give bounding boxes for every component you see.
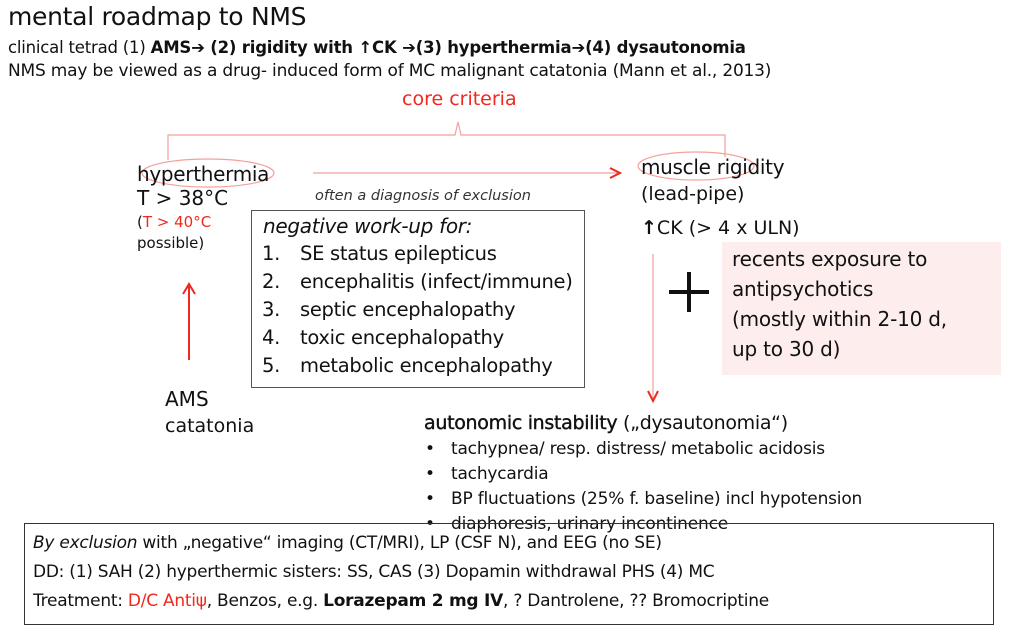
antipsychotic-exposure-box: recents exposure to antipsychotics (most… bbox=[722, 242, 1001, 375]
ck-elevation: ↑CK (> 4 x ULN) bbox=[641, 217, 800, 239]
hyperthermia-title: hyperthermia bbox=[137, 162, 270, 186]
bullet-text: tachycardia bbox=[451, 464, 549, 484]
malignant-catatonia-note: NMS may be viewed as a drug- induced for… bbox=[8, 61, 772, 81]
exposure-line: recents exposure to bbox=[732, 247, 928, 271]
bullet-icon: • bbox=[425, 514, 435, 534]
item-number: 3. bbox=[262, 298, 281, 321]
item-number: 1. bbox=[262, 242, 281, 265]
treatment-prefix: Treatment: bbox=[33, 591, 128, 611]
autonomic-bullet-item: • BP fluctuations (25% f. baseline) incl … bbox=[425, 489, 862, 509]
exposure-line: up to 30 d) bbox=[732, 337, 841, 361]
hyperthermia-high-threshold: (T > 40°C bbox=[137, 213, 211, 231]
muscle-rigidity-highlight-ellipse bbox=[637, 151, 755, 181]
workup-title: negative work-up for: bbox=[263, 214, 473, 238]
workup-item: 3. septic encephalopathy bbox=[262, 298, 516, 321]
core-criteria-bracket bbox=[167, 121, 726, 160]
treatment-rest: , ? Dantrolene, ?? Bromocriptine bbox=[503, 591, 769, 611]
tetrad-prefix: clinical tetrad (1) bbox=[8, 38, 151, 57]
bullet-icon: • bbox=[425, 464, 435, 484]
tetrad-step2: (2) rigidity with bbox=[204, 38, 359, 57]
item-text: toxic encephalopathy bbox=[300, 326, 504, 349]
workup-item: 2. encephalitis (infect/immune) bbox=[262, 270, 573, 293]
hyperthermia-possible: possible) bbox=[137, 234, 205, 252]
core-criteria-label: core criteria bbox=[402, 88, 517, 110]
autonomic-title-bold: autonomic instability bbox=[424, 412, 618, 434]
treatment-discontinue: D/C Antiψ bbox=[127, 591, 207, 611]
item-text: septic encephalopathy bbox=[300, 298, 516, 321]
bullet-text: diaphoresis, urinary incontinence bbox=[451, 514, 728, 534]
tetrad-step3: (3) hyperthermia bbox=[415, 38, 572, 57]
ck-text: CK (> 4 x ULN) bbox=[656, 217, 800, 239]
arrow-up-icon: ↑ bbox=[641, 217, 657, 239]
autonomic-bullet-item: • diaphoresis, urinary incontinence bbox=[425, 514, 728, 534]
paren: ( bbox=[137, 213, 143, 231]
workup-item: 4. toxic encephalopathy bbox=[262, 326, 504, 349]
high-threshold-value: T > 40°C bbox=[142, 213, 212, 231]
bullet-icon: • bbox=[425, 439, 435, 459]
arrow-right-icon: ➔ bbox=[191, 38, 205, 57]
treatment-benzos: , Benzos, e.g. bbox=[206, 591, 324, 611]
exclusion-italic: By exclusion bbox=[33, 533, 138, 553]
summary-box: By exclusion with „negative“ imaging (CT… bbox=[24, 523, 994, 625]
hyperthermia-threshold: T > 38°C bbox=[137, 186, 229, 210]
autonomic-subtitle: („dysautonomia“) bbox=[617, 412, 788, 434]
tetrad-step4: (4) dysautonomia bbox=[585, 38, 746, 57]
bullet-text: BP fluctuations (25% f. baseline) incl h… bbox=[451, 489, 863, 509]
item-text: SE status epilepticus bbox=[300, 242, 497, 265]
bullet-icon: • bbox=[425, 489, 435, 509]
muscle-rigidity-subtitle: (lead-pipe) bbox=[641, 183, 745, 205]
autonomic-bullet-item: • tachypnea/ resp. distress/ metabolic ac… bbox=[425, 439, 825, 459]
item-number: 2. bbox=[262, 270, 281, 293]
autonomic-instability-title: autonomic instability („dysautonomia“) bbox=[424, 412, 788, 434]
differential-diagnosis: DD: (1) SAH (2) hyperthermic sisters: SS… bbox=[33, 562, 715, 582]
page-title: mental roadmap to NMS bbox=[8, 2, 307, 31]
arrow-right-icon: ➔ bbox=[402, 38, 416, 57]
treatment-lorazepam: Lorazepam 2 mg IV bbox=[323, 591, 504, 611]
item-text: encephalitis (infect/immune) bbox=[300, 270, 573, 293]
exclusion-text: with „negative“ imaging (CT/MRI), LP (CS… bbox=[137, 533, 662, 553]
item-number: 4. bbox=[262, 326, 281, 349]
arrow-up-icon: ↑ bbox=[358, 38, 373, 57]
arrow-right-icon: ➔ bbox=[571, 38, 586, 57]
ams-label: AMS bbox=[165, 387, 209, 411]
arrowhead-up-icon bbox=[182, 282, 196, 295]
hyperthermia-highlight-ellipse bbox=[141, 158, 275, 188]
tetrad-ams: AMS bbox=[150, 38, 192, 57]
workup-item: 1. SE status epilepticus bbox=[262, 242, 497, 265]
exposure-line: (mostly within 2-10 d, bbox=[732, 307, 947, 331]
treatment-line: Treatment: D/C Antiψ, Benzos, e.g. Loraz… bbox=[33, 591, 769, 611]
plus-icon bbox=[669, 272, 709, 312]
autonomic-bullet-item: • tachycardia bbox=[425, 464, 549, 484]
item-text: metabolic encephalopathy bbox=[300, 354, 553, 377]
exclusion-note: often a diagnosis of exclusion bbox=[315, 188, 531, 204]
muscle-rigidity-title: muscle rigidity bbox=[641, 155, 785, 179]
clinical-tetrad-line: clinical tetrad (1) AMS➔ (2) rigidity wi… bbox=[8, 38, 746, 57]
tetrad-ck: CK bbox=[372, 38, 403, 57]
arrowhead-down-icon bbox=[647, 390, 659, 404]
workup-item: 5. metabolic encephalopathy bbox=[262, 354, 553, 377]
negative-workup-box: negative work-up for: 1. SE status epilep… bbox=[251, 210, 585, 388]
exposure-line: antipsychotics bbox=[732, 277, 874, 301]
catatonia-label: catatonia bbox=[165, 415, 255, 437]
item-number: 5. bbox=[262, 354, 281, 377]
arrowhead-right-icon bbox=[609, 167, 623, 179]
exclusion-summary: By exclusion with „negative“ imaging (CT… bbox=[33, 533, 662, 553]
bullet-text: tachypnea/ resp. distress/ metabolic aci… bbox=[451, 439, 825, 459]
